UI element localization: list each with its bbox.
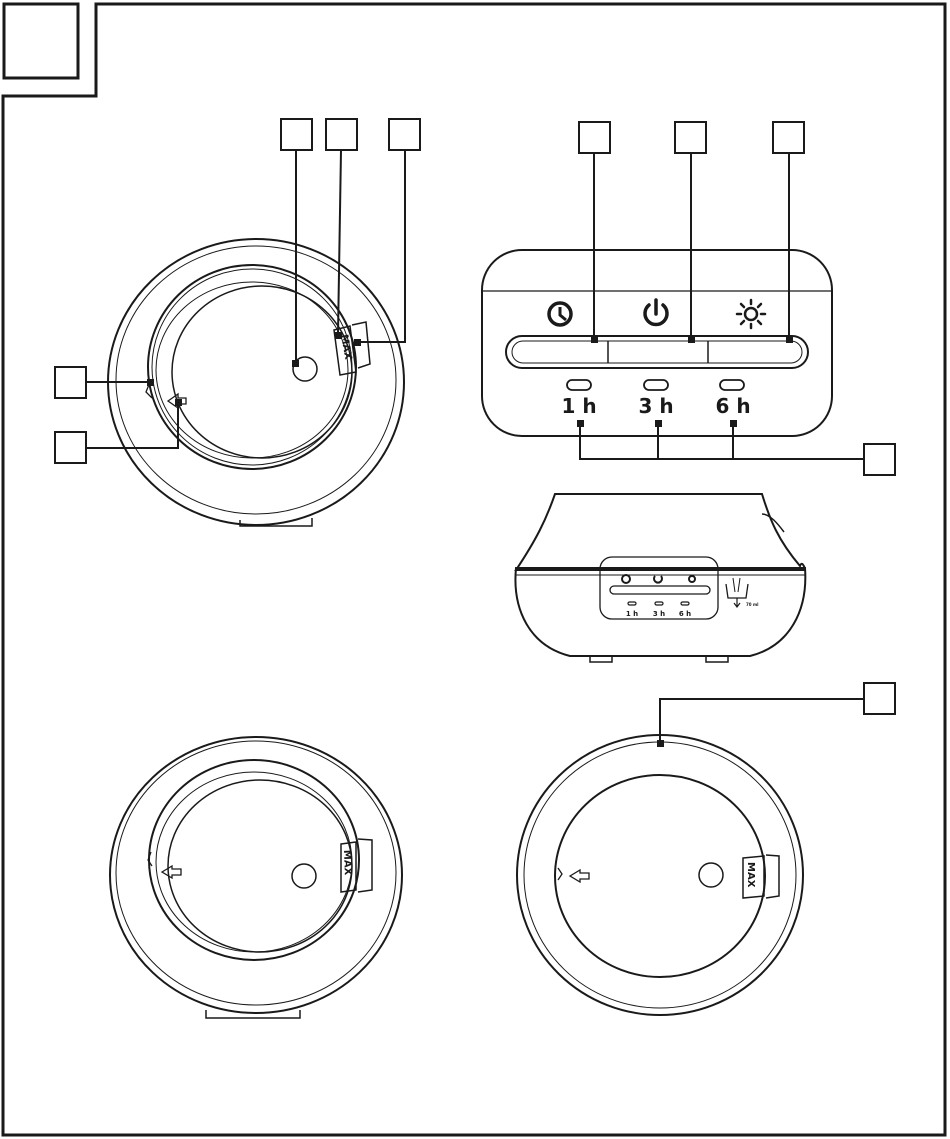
timer-1h-label: 1 h	[561, 394, 596, 418]
callout-box-e	[675, 122, 706, 153]
leader-line-base	[660, 699, 864, 742]
arrow-left-icon-3	[570, 870, 589, 882]
callout-box-b	[326, 119, 357, 150]
led-3h	[644, 380, 668, 390]
callout-box-g	[55, 367, 86, 398]
arrow-left-icon-2	[162, 866, 181, 878]
led-6h	[720, 380, 744, 390]
leader-dots-top-left	[147, 332, 361, 406]
timer-3h-label: 3 h	[638, 394, 673, 418]
light-sun-icon	[737, 300, 765, 328]
base-top-view	[517, 735, 803, 1015]
max-label-base: MAX	[745, 862, 756, 888]
callout-box-d	[579, 122, 610, 153]
water-level-icon	[726, 578, 748, 607]
side-tank-hint: 70 ml	[746, 602, 759, 607]
leader-dots-panel	[577, 336, 793, 427]
timer-6h-label: 6 h	[715, 394, 750, 418]
side-label-6h: 6 h	[679, 610, 691, 618]
callout-box-a	[281, 119, 312, 150]
leader-dot-base	[657, 740, 664, 747]
callout-box-c	[389, 119, 420, 150]
side-label-3h: 3 h	[653, 610, 665, 618]
callout-box-f	[773, 122, 804, 153]
callout-box-h	[55, 432, 86, 463]
callout-box-j	[864, 683, 895, 714]
figure-number-box	[4, 4, 78, 78]
leader-lines-top-left	[86, 150, 405, 448]
power-icon	[645, 300, 667, 324]
callout-box-i	[864, 444, 895, 475]
callout-boxes	[55, 119, 895, 714]
led-1h	[567, 380, 591, 390]
side-view-device	[515, 494, 805, 662]
timer-clock-icon	[549, 303, 571, 325]
bottom-left-device	[110, 737, 402, 1018]
max-label-bottom-left: MAX	[341, 850, 353, 876]
side-label-1h: 1 h	[626, 610, 638, 618]
